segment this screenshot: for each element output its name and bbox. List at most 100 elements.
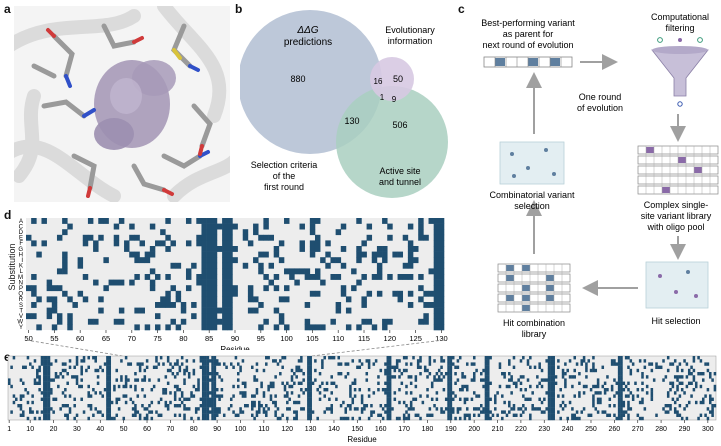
heatmap-e-cell xyxy=(47,356,51,360)
heatmap-e-cell xyxy=(267,384,270,389)
heatmap-e-cell xyxy=(356,365,359,369)
heatmap-e-cell xyxy=(330,404,333,408)
heatmap-e-cell xyxy=(405,368,408,373)
heatmap-e-cell xyxy=(536,384,539,389)
heatmap-d-cell xyxy=(160,302,166,308)
heatmap-e-cell xyxy=(115,397,119,401)
heatmap-e-tick-label: 170 xyxy=(398,426,410,433)
heatmap-e-cell xyxy=(10,384,13,389)
heatmap-e-cell xyxy=(131,407,135,411)
heatmap-e-cell xyxy=(487,372,490,376)
heatmap-e-cell xyxy=(206,391,210,395)
heatmap-d-cell xyxy=(144,324,151,331)
heatmap-e-cell xyxy=(487,388,490,392)
heatmap-e-cell xyxy=(426,375,429,379)
heatmap-d-cell xyxy=(309,229,316,236)
heatmap-e-cell xyxy=(134,404,137,408)
heatmap-e-cell xyxy=(706,388,710,392)
heatmap-e-cell xyxy=(204,372,207,376)
heatmap-e-cell xyxy=(136,410,140,414)
heatmap-d-cell xyxy=(149,223,156,230)
heatmap-e-cell xyxy=(152,384,156,389)
heatmap-e-cell xyxy=(89,394,93,398)
heatmap-e-cell xyxy=(108,384,112,389)
heatmap-e-cell xyxy=(218,375,221,379)
heatmap-e-cell xyxy=(94,407,97,411)
heatmap-e-cell xyxy=(449,359,453,363)
heatmap-e-cell xyxy=(699,384,703,389)
heatmap-e-cell xyxy=(372,362,376,366)
heatmap-d-cell xyxy=(222,290,228,297)
heatmap-e-cell xyxy=(578,391,581,395)
heatmap-e-cell xyxy=(43,397,46,401)
heatmap-d-cell xyxy=(376,268,383,275)
heatmap-e-cell xyxy=(344,375,348,379)
heatmap-e-cell xyxy=(138,368,142,373)
heatmap-e-cell xyxy=(323,394,326,398)
heatmap-e-cell xyxy=(388,384,392,389)
heatmap-e-cell xyxy=(211,397,214,401)
heatmap-e-cell xyxy=(279,372,282,376)
heatmap-e-cell xyxy=(622,404,626,408)
heatmap-e-cell xyxy=(255,413,259,417)
heatmap-e-cell xyxy=(617,413,621,417)
heatmap-d-tick-label: 70 xyxy=(128,334,136,343)
venn-label-ddg-1: ΔΔG xyxy=(296,25,318,36)
heatmap-e-cell xyxy=(449,400,453,405)
heatmap-e-cell xyxy=(426,413,429,417)
heatmap-e-cell xyxy=(206,378,210,382)
heatmap-e-cell xyxy=(711,413,714,417)
heatmap-e-tick-label: 60 xyxy=(143,426,151,433)
heatmap-e-cell xyxy=(617,375,621,379)
heatmap-e-cell xyxy=(400,372,404,376)
heatmap-e-cell xyxy=(50,362,53,366)
heatmap-d-cell xyxy=(361,251,367,258)
heatmap-e-cell xyxy=(484,359,488,363)
heatmap-e-cell xyxy=(503,372,506,376)
heatmap-e-cell xyxy=(314,378,317,382)
heatmap-e-cell xyxy=(447,391,450,395)
heatmap-e-cell xyxy=(31,410,34,414)
heatmap-e-cell xyxy=(204,397,207,401)
heatmap-e-cell xyxy=(711,397,714,401)
heatmap-d-cell xyxy=(335,229,342,236)
heatmap-e-cell xyxy=(489,356,492,360)
heatmap-e-cell xyxy=(690,372,693,376)
heatmap-e-cell xyxy=(627,404,630,408)
heatmap-e-cell xyxy=(522,410,525,414)
heatmap-e-cell xyxy=(505,413,509,417)
heatmap-e-cell xyxy=(449,368,453,373)
heatmap-d-cell xyxy=(201,229,207,236)
heatmap-e-cell xyxy=(22,394,25,398)
heatmap-e-cell xyxy=(409,381,413,385)
heatmap-e-cell xyxy=(552,400,555,405)
heatmap-e-cell xyxy=(309,413,312,417)
heatmap-e-cell xyxy=(106,375,109,379)
heatmap-e-cell xyxy=(309,381,312,385)
heatmap-e-cell xyxy=(645,384,649,389)
heatmap-e-cell xyxy=(477,413,481,417)
heatmap-e-cell xyxy=(524,407,527,411)
heatmap-e-cell xyxy=(307,368,310,373)
heatmap-e-cell xyxy=(213,388,217,392)
heatmap-e-cell xyxy=(701,400,705,405)
heatmap-e-cell xyxy=(538,397,541,401)
heatmap-e-cell xyxy=(106,365,109,369)
heatmap-e-cell xyxy=(447,416,450,421)
heatmap-e-cell xyxy=(45,407,48,411)
heatmap-e-cell xyxy=(697,416,700,421)
heatmap-e-cell xyxy=(19,413,23,417)
heatmap-e-cell xyxy=(59,407,62,411)
heatmap-e-cell xyxy=(138,365,142,369)
heatmap-e-cell xyxy=(307,362,310,366)
heatmap-e-cell xyxy=(538,362,541,366)
heatmap-d-cell xyxy=(31,302,37,308)
heatmap-e-cell xyxy=(307,391,310,395)
heatmap-e-cell xyxy=(187,372,191,376)
heatmap-e-cell xyxy=(676,368,679,373)
heatmap-e-cell xyxy=(484,416,488,421)
heatmap-e-cell xyxy=(430,397,434,401)
heatmap-d-tick-label: 95 xyxy=(257,334,265,343)
heatmap-e-cell xyxy=(687,400,691,405)
heatmap-e-cell xyxy=(145,413,149,417)
